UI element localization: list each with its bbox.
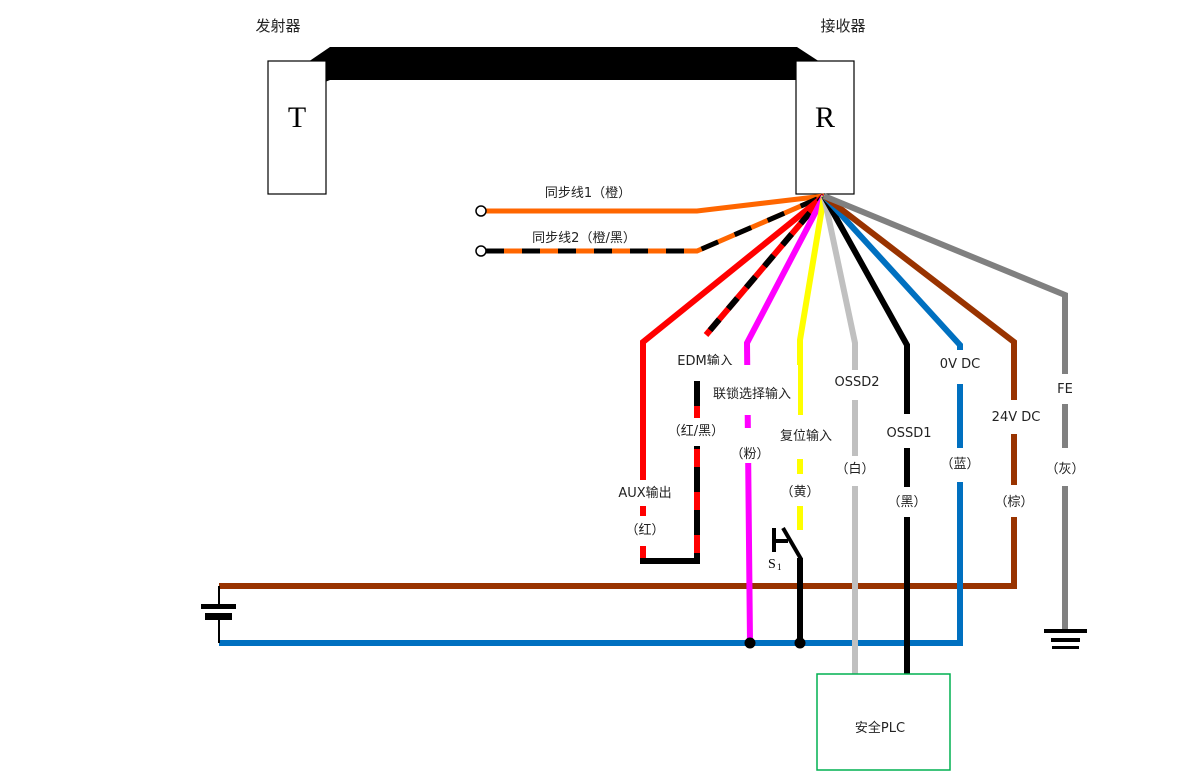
label-reset: 复位输入 （黄） [776, 415, 834, 506]
label-aux: AUX输出 （红） [618, 480, 672, 546]
wire-interlock-function: 联锁选择输入 [713, 386, 791, 402]
wire-0v-function: 0V DC [940, 357, 980, 372]
wire-fe-function: FE [1057, 382, 1073, 397]
wire-reset-color: （黄） [780, 485, 819, 500]
wire-fe-color: （灰） [1045, 462, 1084, 477]
battery-icon [201, 586, 236, 643]
wire-reset-function: 复位输入 [780, 428, 832, 444]
junction-dot-interlock [744, 637, 756, 649]
label-interlock: 联锁选择输入 （粉） [706, 365, 798, 463]
wire-edm-input-stripes [703, 194, 827, 337]
receiver-title: 接收器 [820, 17, 865, 35]
emitter-box [267, 60, 327, 195]
wire-0v-dc [821, 193, 963, 490]
emitter-letter: T [288, 101, 306, 134]
wire-24v-color: （棕） [994, 495, 1033, 510]
wire-ossd2 [821, 195, 858, 675]
wire-edm-color: （红/黑） [668, 423, 724, 439]
receiver-letter: R [815, 101, 835, 134]
junction-dot-reset [794, 637, 806, 649]
switch-subscript: 1 [777, 562, 782, 572]
sync-wire-1 [486, 193, 825, 214]
wire-24v-dc [822, 193, 1017, 490]
wire-aux-function: AUX输出 [618, 485, 671, 501]
safety-plc-box[interactable] [816, 673, 951, 771]
wire-ossd1-function: OSSD1 [886, 426, 931, 441]
wire-ossd2-function: OSSD2 [834, 375, 879, 390]
wire-fe [822, 193, 1068, 630]
emitter-title: 发射器 [255, 17, 300, 35]
wire-interlock-color: （粉） [730, 447, 769, 462]
sync-wire-1-label: 同步线1（橙） [545, 186, 631, 201]
wire-interlock-select [743, 194, 827, 644]
label-ossd2: OSSD2 （白） [834, 370, 880, 486]
label-24v-dc: 24V DC （棕） [988, 400, 1040, 517]
wire-aux-color: （红） [625, 522, 664, 538]
wire-ossd1-color: （黑） [887, 495, 926, 510]
receiver-box [795, 60, 855, 195]
wire-24v-function: 24V DC [992, 410, 1041, 425]
wire-ossd2-color: （白） [835, 461, 874, 477]
label-fe: FE （灰） [1045, 374, 1085, 486]
sync-wire-1-terminal[interactable] [475, 205, 487, 217]
ground-icon [1044, 629, 1087, 649]
sync-wire-2-terminal[interactable] [475, 245, 487, 257]
switch-label: S [768, 557, 776, 572]
wire-ossd1 [821, 194, 910, 675]
sync-wire-2-stripes [486, 193, 825, 254]
label-0v-dc: 0V DC （蓝） [936, 350, 984, 482]
wire-reset-input [797, 195, 827, 530]
wire-0v-color: （蓝） [940, 457, 979, 472]
label-ossd1: OSSD1 （黑） [886, 414, 932, 517]
bus-0v-dc [219, 480, 963, 646]
sync-wire-2-label: 同步线2（橙/黑） [532, 231, 636, 246]
interconnect-cable [308, 47, 820, 88]
bus-24v-dc [219, 490, 1017, 589]
safety-plc-label: 安全PLC [855, 720, 905, 736]
reset-switch-s1[interactable]: S 1 [768, 526, 803, 643]
